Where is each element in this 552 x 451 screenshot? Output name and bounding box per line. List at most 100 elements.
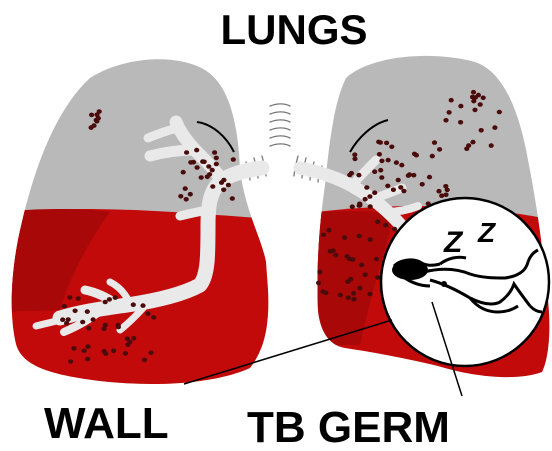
infection-spot bbox=[379, 159, 384, 164]
infection-spot bbox=[103, 300, 108, 305]
infection-spot bbox=[226, 183, 231, 188]
infection-spot bbox=[439, 193, 444, 198]
title-label: LUNGS bbox=[221, 6, 368, 53]
infection-spot bbox=[188, 160, 193, 165]
infection-spot bbox=[470, 140, 475, 145]
left-lung bbox=[0, 40, 280, 400]
infection-spot bbox=[342, 235, 347, 240]
infection-spot bbox=[377, 152, 382, 157]
infection-spot bbox=[473, 95, 478, 100]
infection-spot bbox=[374, 257, 379, 262]
infection-spot bbox=[140, 303, 145, 308]
infection-spot bbox=[221, 188, 226, 193]
infection-spot bbox=[116, 325, 121, 330]
infection-spot bbox=[151, 315, 156, 320]
infection-spot bbox=[82, 349, 87, 354]
infection-spot bbox=[471, 90, 476, 95]
infection-spot bbox=[436, 189, 441, 194]
infection-spot bbox=[181, 170, 186, 175]
infection-spot bbox=[344, 254, 349, 259]
infection-spot bbox=[214, 156, 219, 161]
infection-spot bbox=[430, 154, 435, 159]
infection-spot bbox=[432, 140, 437, 145]
infection-spot bbox=[148, 351, 153, 356]
infection-spot bbox=[472, 108, 477, 113]
infection-spot bbox=[328, 249, 333, 254]
infection-spot bbox=[443, 184, 448, 189]
infection-spot bbox=[127, 340, 132, 345]
infection-spot bbox=[183, 186, 188, 191]
infection-spot bbox=[420, 182, 425, 187]
infection-spot bbox=[386, 158, 391, 163]
infection-spot bbox=[142, 358, 147, 363]
infection-spot bbox=[437, 147, 442, 152]
infection-spot bbox=[80, 320, 85, 325]
tb-germ-label: TB GERM bbox=[247, 403, 450, 451]
infection-spot bbox=[398, 185, 403, 190]
infection-spot bbox=[123, 351, 128, 356]
infection-spot bbox=[372, 169, 377, 174]
sleep-z-large: Z bbox=[443, 226, 464, 259]
infection-spot bbox=[363, 197, 368, 202]
infection-spot bbox=[202, 160, 207, 165]
infection-spot bbox=[399, 163, 404, 168]
infection-spot bbox=[363, 272, 368, 277]
infection-spot bbox=[131, 336, 136, 341]
infection-spot bbox=[479, 128, 484, 133]
infection-spot bbox=[372, 190, 377, 195]
infection-spot bbox=[184, 197, 189, 202]
infection-spot bbox=[375, 219, 380, 224]
infection-spot bbox=[107, 297, 112, 302]
infection-spot bbox=[321, 233, 326, 238]
infection-spot bbox=[385, 184, 390, 189]
infection-spot bbox=[449, 98, 454, 103]
infection-spot bbox=[338, 293, 343, 298]
infection-spot bbox=[350, 204, 355, 209]
infection-spot bbox=[367, 292, 372, 297]
infection-spot bbox=[375, 275, 380, 280]
infection-spot bbox=[85, 309, 90, 314]
infection-spot bbox=[68, 359, 73, 364]
infection-spot bbox=[443, 193, 448, 198]
infection-spot bbox=[210, 184, 215, 189]
infection-spot bbox=[414, 153, 419, 158]
infection-spot bbox=[481, 96, 486, 101]
infection-spot bbox=[407, 172, 412, 177]
infection-spot bbox=[497, 110, 502, 115]
infection-spot bbox=[76, 296, 81, 301]
infection-spot bbox=[458, 104, 463, 109]
infection-spot bbox=[178, 194, 183, 199]
infection-spot bbox=[103, 351, 108, 356]
infection-spot bbox=[316, 281, 321, 286]
infection-spot bbox=[367, 194, 372, 199]
trachea-ring bbox=[270, 104, 290, 106]
infection-spot bbox=[231, 157, 236, 162]
infection-spot bbox=[368, 204, 373, 209]
infection-spot bbox=[73, 309, 78, 314]
infection-spot bbox=[396, 178, 401, 183]
infection-spot bbox=[394, 160, 399, 165]
infection-spot bbox=[210, 168, 215, 173]
infection-spot bbox=[103, 323, 108, 328]
infection-spot bbox=[221, 178, 226, 183]
infection-spot bbox=[194, 148, 199, 153]
infection-spot bbox=[357, 202, 362, 207]
infection-spot bbox=[357, 234, 362, 239]
infection-spot bbox=[346, 295, 351, 300]
infection-spot bbox=[323, 291, 328, 296]
infection-spot bbox=[378, 140, 383, 145]
infection-spot bbox=[71, 346, 76, 351]
infection-spot bbox=[195, 165, 200, 170]
infection-spot bbox=[352, 152, 357, 157]
infection-spot bbox=[427, 175, 432, 180]
infection-spot bbox=[333, 253, 338, 258]
infection-spot bbox=[91, 317, 96, 322]
infection-spot bbox=[317, 270, 322, 275]
sleep-z-small: Z bbox=[477, 217, 496, 248]
infection-spot bbox=[359, 263, 364, 268]
infection-spot bbox=[66, 317, 71, 322]
infection-spot bbox=[111, 349, 116, 354]
germ-magnifier: Z Z bbox=[381, 198, 549, 366]
infection-spot bbox=[205, 175, 210, 180]
